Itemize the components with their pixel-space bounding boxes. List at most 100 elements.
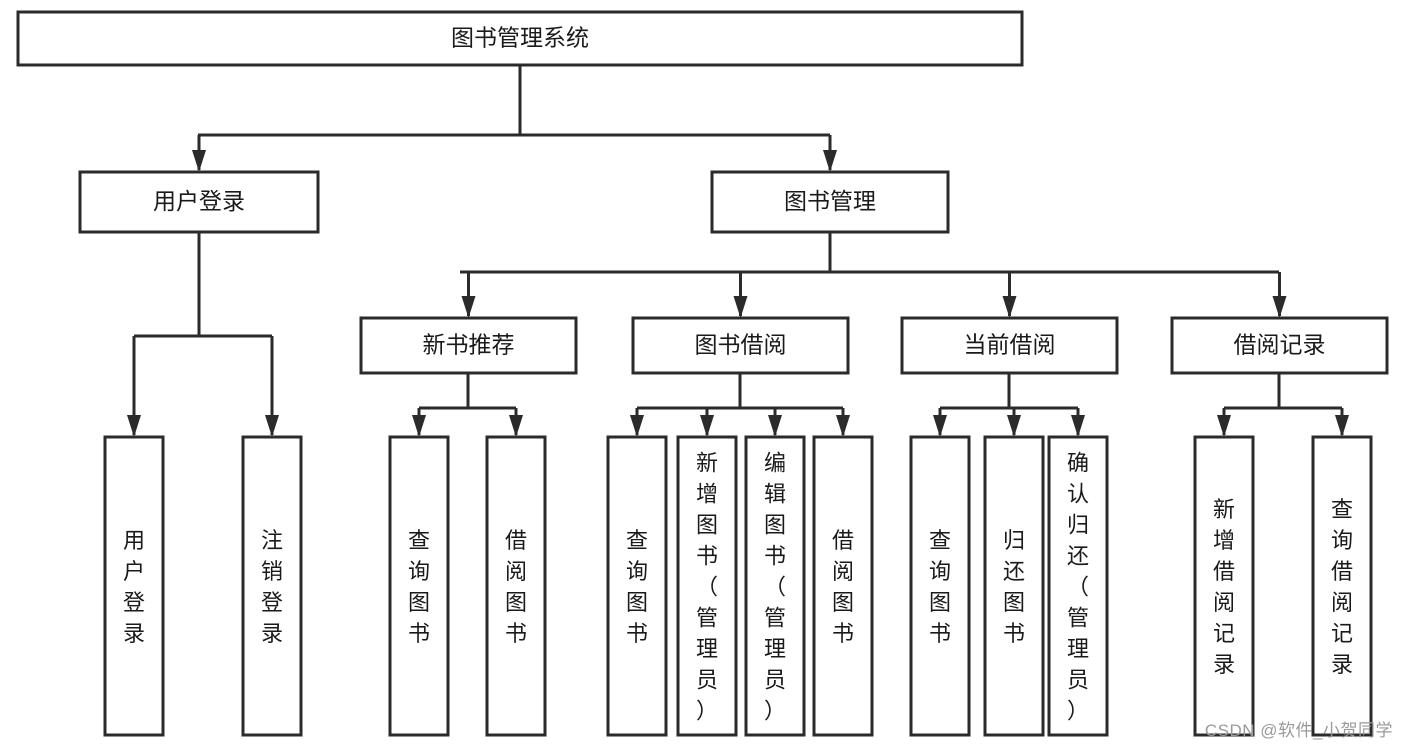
node-borrow-record[interactable]: 借阅记录 [1170, 316, 1389, 375]
node-leaf-query-book-2[interactable]: 查询图书 [606, 435, 668, 737]
node-leaf-query-book-3[interactable]: 查询图书 [909, 435, 971, 737]
node-box-leaf-user-login[interactable] [103, 435, 165, 737]
node-box-leaf-borrow-book-2[interactable] [812, 435, 874, 737]
edge-book-manage-to-new-book-rec [461, 272, 476, 318]
node-leaf-add-book[interactable]: 新增图书（管理员） [676, 435, 738, 737]
edge-book-borrow-to-leaf-query-book-2 [630, 408, 644, 437]
node-current-borrow[interactable]: 当前借阅 [900, 316, 1119, 375]
node-box-borrow-record[interactable] [1170, 316, 1389, 375]
node-leaf-return-book[interactable]: 归还图书 [983, 435, 1045, 737]
node-box-current-borrow[interactable] [900, 316, 1119, 375]
arrow-head-icon [1071, 415, 1085, 437]
node-box-leaf-query-record[interactable] [1311, 435, 1373, 737]
node-leaf-confirm-return[interactable]: 确认归还（管理员） [1047, 435, 1109, 737]
edge-user-login-to-leaf-user-login [127, 336, 141, 437]
node-root[interactable]: 图书管理系统 [16, 10, 1024, 67]
node-leaf-borrow-book-1[interactable]: 借阅图书 [485, 435, 547, 737]
arrow-head-icon [768, 415, 782, 437]
node-book-borrow[interactable]: 图书借阅 [631, 316, 850, 375]
node-box-book-borrow[interactable] [631, 316, 850, 375]
arrow-head-icon [836, 415, 850, 437]
node-box-new-book-rec[interactable] [359, 316, 578, 375]
node-leaf-user-login[interactable]: 用户登录 [103, 435, 165, 737]
edge-book-manage-to-current-borrow [1002, 272, 1017, 318]
edge-current-borrow-to-leaf-confirm-return [1071, 408, 1085, 437]
edge-book-manage-to-book-borrow [733, 272, 748, 318]
node-box-leaf-confirm-return[interactable] [1047, 435, 1109, 737]
node-label-leaf-query-book-1: 查询图书 [408, 528, 430, 646]
node-book-manage[interactable]: 图书管理 [710, 170, 950, 234]
connector-rail-user-login [134, 232, 272, 338]
node-new-book-rec[interactable]: 新书推荐 [359, 316, 578, 375]
arrow-head-icon [1007, 415, 1021, 437]
node-label-leaf-logout: 注销登录 [261, 528, 283, 646]
node-box-leaf-query-book-2[interactable] [606, 435, 668, 737]
node-label-leaf-query-book-3: 查询图书 [929, 528, 951, 646]
node-label-leaf-query-book-2: 查询图书 [626, 528, 648, 646]
edge-new-book-rec-to-leaf-borrow-book-1 [509, 408, 523, 437]
node-user-login[interactable]: 用户登录 [78, 170, 320, 234]
node-label-leaf-return-book: 归还图书 [1003, 528, 1025, 646]
arrow-head-icon [192, 150, 206, 172]
arrow-head-icon [1217, 415, 1231, 437]
edge-book-borrow-to-leaf-borrow-book-2 [836, 408, 850, 437]
node-label-leaf-user-login: 用户登录 [123, 528, 145, 646]
edge-root-to-user-login [192, 135, 206, 172]
node-label-user-login: 用户登录 [153, 188, 245, 214]
arrow-head-icon [412, 415, 426, 437]
edge-new-book-rec-to-leaf-query-book-1 [412, 408, 426, 437]
arrow-head-icon [733, 296, 748, 318]
edge-borrow-record-to-leaf-query-record [1335, 408, 1349, 437]
csdn-watermark: CSDN @软件_小贺同学 [1204, 721, 1393, 740]
arrow-head-icon [630, 415, 644, 437]
node-label-leaf-add-record: 新增借阅记录 [1213, 497, 1235, 677]
node-label-book-borrow: 图书借阅 [695, 332, 787, 358]
connector-rail-root [198, 65, 830, 137]
arrow-head-icon [509, 415, 523, 437]
node-box-leaf-add-record[interactable] [1193, 435, 1255, 737]
arrow-head-icon [1002, 296, 1017, 318]
node-box-leaf-add-book[interactable] [676, 435, 738, 737]
connector-rail-book-manage [460, 232, 1279, 274]
edge-book-borrow-to-leaf-edit-book [768, 408, 782, 437]
connector-rail-borrow-record [1224, 373, 1342, 410]
arrow-head-icon [461, 296, 476, 318]
node-box-leaf-query-book-3[interactable] [909, 435, 971, 737]
edge-current-borrow-to-leaf-query-book-3 [933, 408, 947, 437]
node-leaf-query-record[interactable]: 查询借阅记录 [1311, 435, 1373, 737]
node-label-borrow-record: 借阅记录 [1234, 332, 1326, 358]
node-box-leaf-logout[interactable] [241, 435, 303, 737]
edge-borrow-record-to-leaf-add-record [1217, 408, 1231, 437]
node-leaf-borrow-book-2[interactable]: 借阅图书 [812, 435, 874, 737]
node-leaf-edit-book[interactable]: 编辑图书（管理员） [744, 435, 806, 737]
edge-root-to-book-manage [823, 135, 837, 172]
node-label-leaf-borrow-book-2: 借阅图书 [832, 528, 854, 646]
node-label-new-book-rec: 新书推荐 [423, 332, 515, 358]
node-box-root[interactable] [16, 10, 1024, 67]
node-layer: 图书管理系统用户登录图书管理新书推荐图书借阅当前借阅借阅记录用户登录注销登录查询… [16, 10, 1389, 737]
edge-current-borrow-to-leaf-return-book [1007, 408, 1021, 437]
node-leaf-query-book-1[interactable]: 查询图书 [388, 435, 450, 737]
node-box-book-manage[interactable] [710, 170, 950, 234]
node-label-leaf-borrow-book-1: 借阅图书 [505, 528, 527, 646]
node-box-leaf-return-book[interactable] [983, 435, 1045, 737]
node-leaf-add-record[interactable]: 新增借阅记录 [1193, 435, 1255, 737]
edge-book-manage-to-borrow-record [1272, 272, 1287, 318]
node-box-leaf-query-book-1[interactable] [388, 435, 450, 737]
node-label-leaf-query-record: 查询借阅记录 [1331, 497, 1353, 677]
node-box-leaf-edit-book[interactable] [744, 435, 806, 737]
node-label-leaf-add-book: 新增图书（管理员） [696, 451, 718, 724]
arrow-head-icon [933, 415, 947, 437]
connector-rail-current-borrow [940, 373, 1078, 410]
node-box-user-login[interactable] [78, 170, 320, 234]
arrow-head-icon [127, 415, 141, 437]
arrow-head-icon [1272, 296, 1287, 318]
node-leaf-logout[interactable]: 注销登录 [241, 435, 303, 737]
node-label-leaf-edit-book: 编辑图书（管理员） [764, 451, 786, 724]
arrow-head-icon [1335, 415, 1349, 437]
connector-layer [127, 65, 1349, 437]
node-box-leaf-borrow-book-1[interactable] [485, 435, 547, 737]
node-label-leaf-confirm-return: 确认归还（管理员） [1067, 451, 1089, 724]
